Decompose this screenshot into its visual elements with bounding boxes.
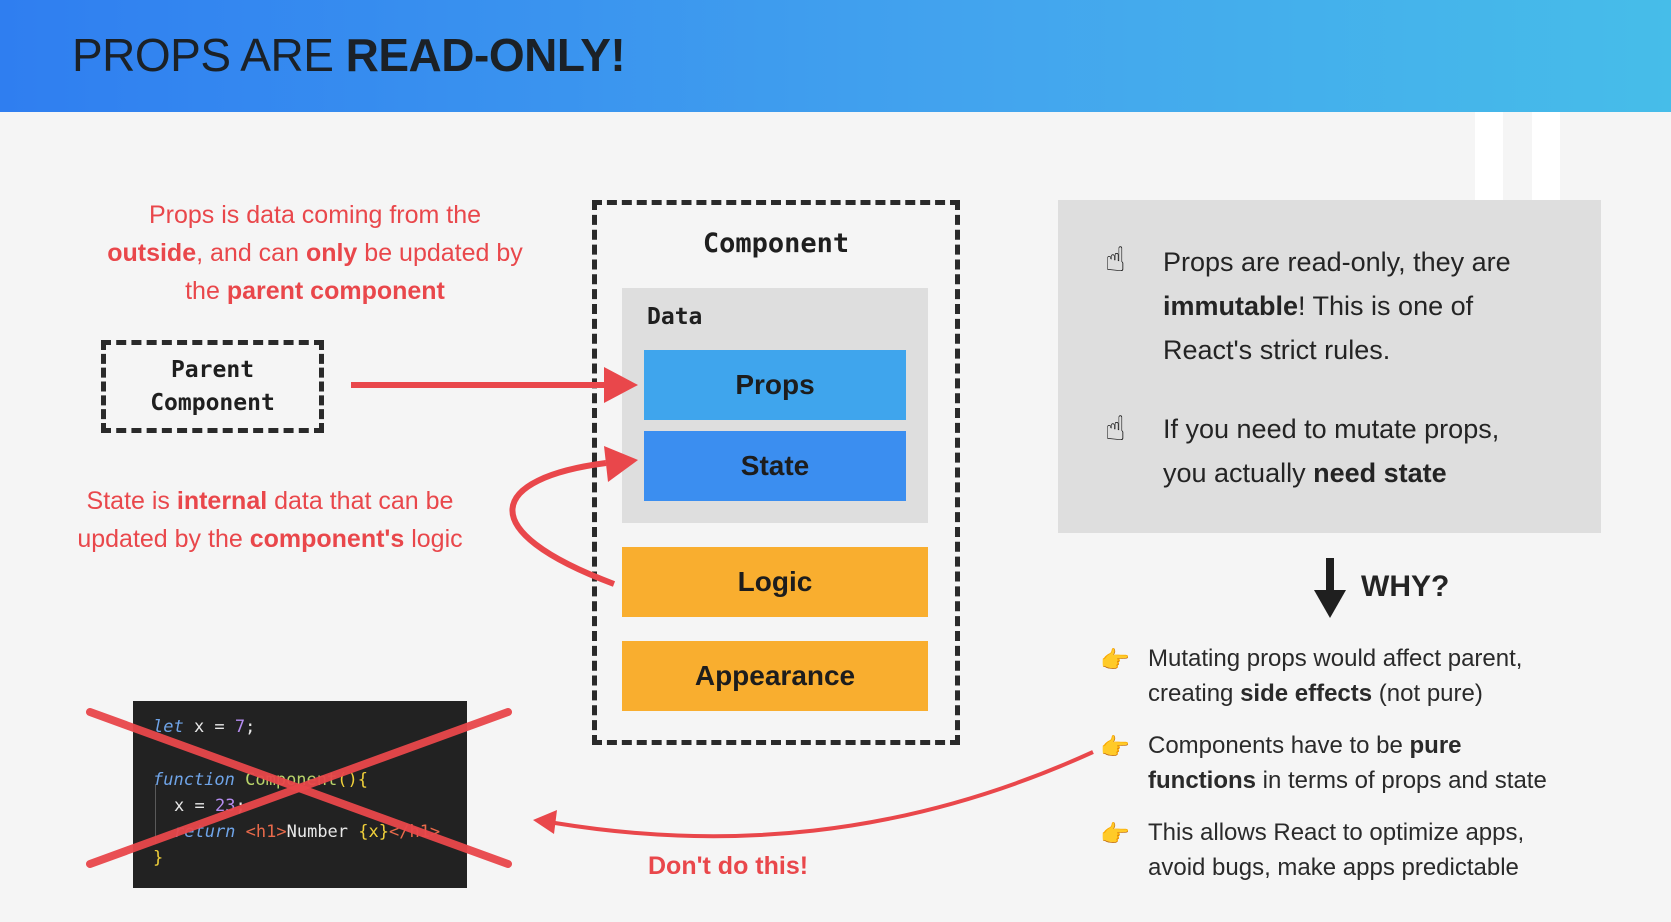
reason-pure-functions: Components have to be pure functions in … [1148,732,1547,794]
pointing-up-icon: ☝ [1105,240,1126,280]
dont-do-this-label: Don't do this! [648,852,809,880]
pointing-right-icon: 👉 [1100,646,1130,674]
state-explanation: State is internal data that can be updat… [77,487,463,553]
component-title: Component [702,228,850,259]
logic-to-state-arrow [509,460,616,587]
parent-component-label-line2: Component [150,389,275,416]
pointing-up-icon: ☝ [1105,409,1126,449]
reason-optimize: This allows React to optimize apps, avoi… [1148,819,1525,881]
data-label: Data [647,304,703,330]
props-explanation: Props is data coming from the outside, a… [107,201,523,305]
indent-guide [155,784,156,844]
pointing-right-icon: 👉 [1100,820,1130,848]
slide-title: PROPS ARE READ-ONLY! [72,29,626,81]
down-arrow-icon [1314,558,1346,618]
appearance-block: Appearance [622,641,928,711]
rules-panel [1058,200,1601,533]
rule-read-only: Props are read-only, they are immutable!… [1163,247,1511,365]
logic-to-state-arrowhead [604,446,638,482]
logic-block: Logic [622,547,928,617]
why-label: WHY? [1361,570,1450,603]
dont-do-this-arrow [554,750,1094,839]
parent-to-props-arrowhead [604,367,638,403]
parent-component-label-line1: Parent [170,356,255,383]
parent-component-box: Parent Component [101,340,324,433]
rule-need-state: If you need to mutate props, you actuall… [1163,414,1500,488]
decorative-stripe [1475,112,1503,200]
decorative-stripe [1532,112,1560,200]
header-bar: PROPS ARE READ-ONLY! [0,0,1671,112]
code-example [133,701,467,888]
props-block: Props [644,350,906,420]
pointing-right-icon: 👉 [1100,733,1130,761]
reason-side-effects: Mutating props would affect parent, crea… [1148,645,1523,707]
state-block: State [644,431,906,501]
component-box [592,200,960,745]
dont-do-this-arrowhead [533,810,557,834]
